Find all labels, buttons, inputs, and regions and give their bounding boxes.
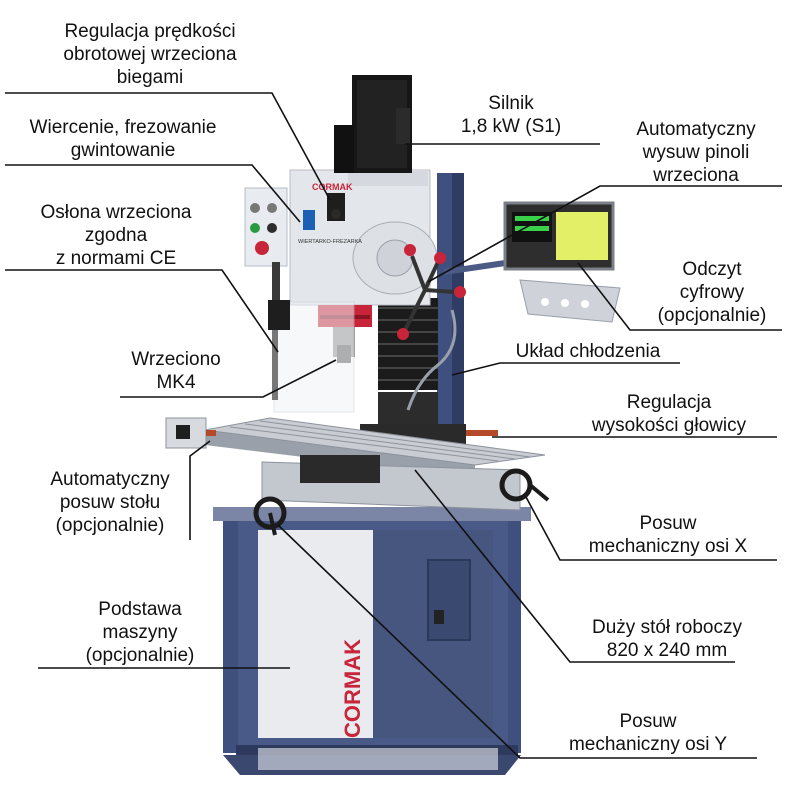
leader-dro (577, 262, 782, 331)
leader-feed-y (277, 524, 757, 759)
head-logo: CORMAK (312, 182, 353, 192)
leader-speed-reg (5, 92, 331, 201)
leader-auto-quill (427, 185, 782, 283)
head-plate: WIERTARKO-FREZARKA (298, 239, 362, 245)
leader-auto-table (189, 440, 211, 540)
label-auto-table-feed: Automatyczny posuw stołu (opcjonalnie) (50, 469, 170, 536)
leader-spindle (120, 359, 337, 398)
leader-guard (5, 269, 279, 353)
label-head-height: Regulacja wysokości głowicy (591, 392, 747, 436)
label-feed-x: Posuw mechaniczny osi X (588, 513, 748, 557)
label-feed-y: Posuw mechaniczny osi Y (568, 711, 728, 755)
dro-unit (443, 201, 621, 323)
coolant-pipe (406, 309, 457, 411)
machine-column (360, 173, 498, 451)
label-big-worktable: Duży stół roboczy 820 x 240 mm (592, 617, 742, 661)
label-auto-quill-feed: Automatyczny wysuw pinoli wrzeciona (636, 119, 756, 186)
control-panel (244, 187, 290, 400)
leader-feed-x (525, 496, 777, 561)
leader-lines (5, 92, 782, 759)
label-digital-readout: Odczyt cyfrowy (opcjonalnie) (657, 259, 767, 326)
leader-drilling (5, 164, 301, 223)
label-spindle-mk4: Wrzeciono MK4 (131, 349, 221, 393)
base-logo: CORMAK (340, 639, 365, 738)
leader-coolant (451, 362, 680, 376)
label-machine-base: Podstawa maszyny (opcjonalnie) (85, 599, 195, 666)
label-drilling-milling: Wiercenie, frezowanie gwintowanie (29, 117, 217, 161)
leader-big-table (414, 469, 735, 663)
work-table (165, 417, 550, 536)
label-motor: Silnik 1,8 kW (S1) (460, 93, 562, 137)
label-spindle-guard: Osłona wrzeciona zgodna z normami CE (40, 202, 192, 269)
machine-head: CORMAK WIERTARKO-FREZARKA (273, 75, 466, 413)
label-speed-regulation: Regulacja prędkości obrotowej wrzeciona … (63, 21, 237, 88)
label-coolant-system: Układ chłodzenia (515, 341, 661, 362)
machine-base: CORMAK (213, 507, 531, 775)
